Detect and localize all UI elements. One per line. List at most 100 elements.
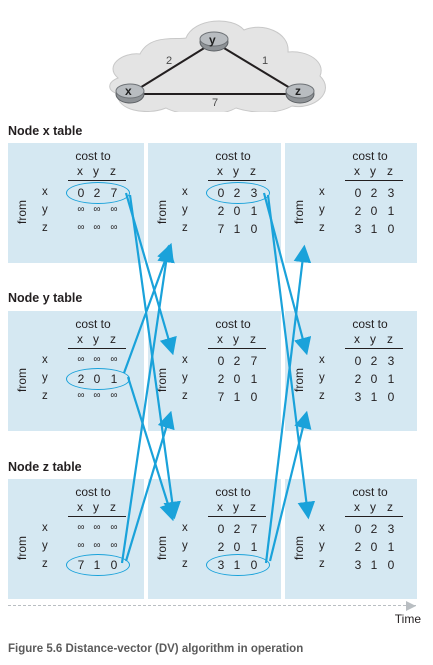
table-cell: 1 [233, 390, 241, 404]
router-x-icon: x [115, 83, 145, 104]
row-label: z [319, 222, 325, 234]
column-header: z [250, 500, 256, 514]
column-header: z [387, 332, 393, 346]
table-cell: 2 [233, 354, 241, 368]
table-cell: ∞ [93, 522, 101, 533]
header-rule [208, 516, 266, 517]
table-cell: ∞ [110, 204, 118, 215]
column-header: x [77, 164, 83, 178]
table-cell: ∞ [77, 222, 85, 233]
cost-to-label: cost to [75, 317, 111, 331]
link-y-z [213, 41, 301, 95]
row-label: y [182, 372, 188, 384]
table-cell: 3 [387, 522, 395, 536]
column-header: z [110, 500, 116, 514]
header-rule [345, 180, 403, 181]
table-cell: 2 [370, 522, 378, 536]
table-cell: ∞ [110, 522, 118, 533]
dv-arrow [122, 242, 174, 374]
column-header: z [387, 500, 393, 514]
table-cell: 3 [387, 186, 395, 200]
table-cell: 7 [250, 354, 258, 368]
table-cell: 2 [217, 372, 225, 386]
header-rule [208, 180, 266, 181]
table-cell: ∞ [77, 354, 85, 365]
table-cell: 2 [217, 540, 225, 554]
table-cell: 3 [354, 390, 362, 404]
dv-arrow [268, 410, 312, 562]
cost-to-label: cost to [75, 485, 111, 499]
header-rule [208, 348, 266, 349]
column-header: z [387, 164, 393, 178]
row-label: y [42, 372, 48, 384]
table-cell: ∞ [110, 354, 118, 365]
network-topology: 2 1 7 x y z [109, 20, 326, 112]
table-cell: 1 [250, 372, 258, 386]
table-cell: 0 [250, 390, 258, 404]
highlight-oval [66, 554, 130, 576]
link-cost-xy: 2 [166, 55, 172, 67]
header-rule [68, 180, 126, 181]
row-label: y [319, 540, 325, 552]
table-cell: 1 [387, 540, 395, 554]
table-cell: 0 [354, 186, 362, 200]
column-header: z [250, 164, 256, 178]
table-cell: 0 [233, 540, 241, 554]
highlight-oval [206, 182, 270, 204]
table-cell: 0 [217, 354, 225, 368]
row-label: x [182, 522, 188, 534]
row-label: y [182, 540, 188, 552]
column-header: x [217, 164, 223, 178]
table-cell: 0 [387, 558, 395, 572]
table-cell: 0 [370, 540, 378, 554]
table-cell: ∞ [77, 204, 85, 215]
table-cell: 0 [233, 204, 241, 218]
dv-arrow [126, 376, 177, 522]
node-y-title: Node y table [8, 291, 83, 305]
table-cell: 0 [387, 390, 395, 404]
table-cell: 0 [370, 204, 378, 218]
table-cell: 2 [233, 522, 241, 536]
column-header: y [233, 332, 239, 346]
row-label: y [42, 540, 48, 552]
dv-arrow [264, 244, 312, 564]
header-rule [345, 516, 403, 517]
dv-arrow [266, 194, 316, 520]
cost-to-label: cost to [215, 149, 251, 163]
column-header: z [250, 332, 256, 346]
column-header: y [370, 500, 376, 514]
row-label: x [182, 186, 188, 198]
time-axis [8, 605, 416, 606]
row-label: z [319, 390, 325, 402]
column-header: y [233, 164, 239, 178]
table-cell: ∞ [93, 222, 101, 233]
cost-to-label: cost to [75, 149, 111, 163]
row-label: x [319, 354, 325, 366]
row-label: y [182, 204, 188, 216]
table-cell: 2 [370, 186, 378, 200]
table-cell: 7 [217, 390, 225, 404]
cost-to-label: cost to [352, 485, 388, 499]
table-cell: 1 [370, 558, 378, 572]
row-label: z [42, 222, 48, 234]
column-header: y [93, 500, 99, 514]
time-arrow-icon [406, 601, 416, 611]
node-z-title: Node z table [8, 460, 82, 474]
network-cloud [109, 20, 326, 112]
table-cell: 7 [217, 222, 225, 236]
column-header: x [217, 332, 223, 346]
table-cell: 1 [250, 204, 258, 218]
table-cell: 3 [387, 354, 395, 368]
table-cell: ∞ [110, 540, 118, 551]
table-cell: 2 [217, 204, 225, 218]
row-label: z [42, 390, 48, 402]
table-cell: ∞ [93, 390, 101, 401]
column-header: z [110, 332, 116, 346]
table-cell: ∞ [110, 222, 118, 233]
table-cell: 3 [354, 558, 362, 572]
row-label: y [319, 204, 325, 216]
